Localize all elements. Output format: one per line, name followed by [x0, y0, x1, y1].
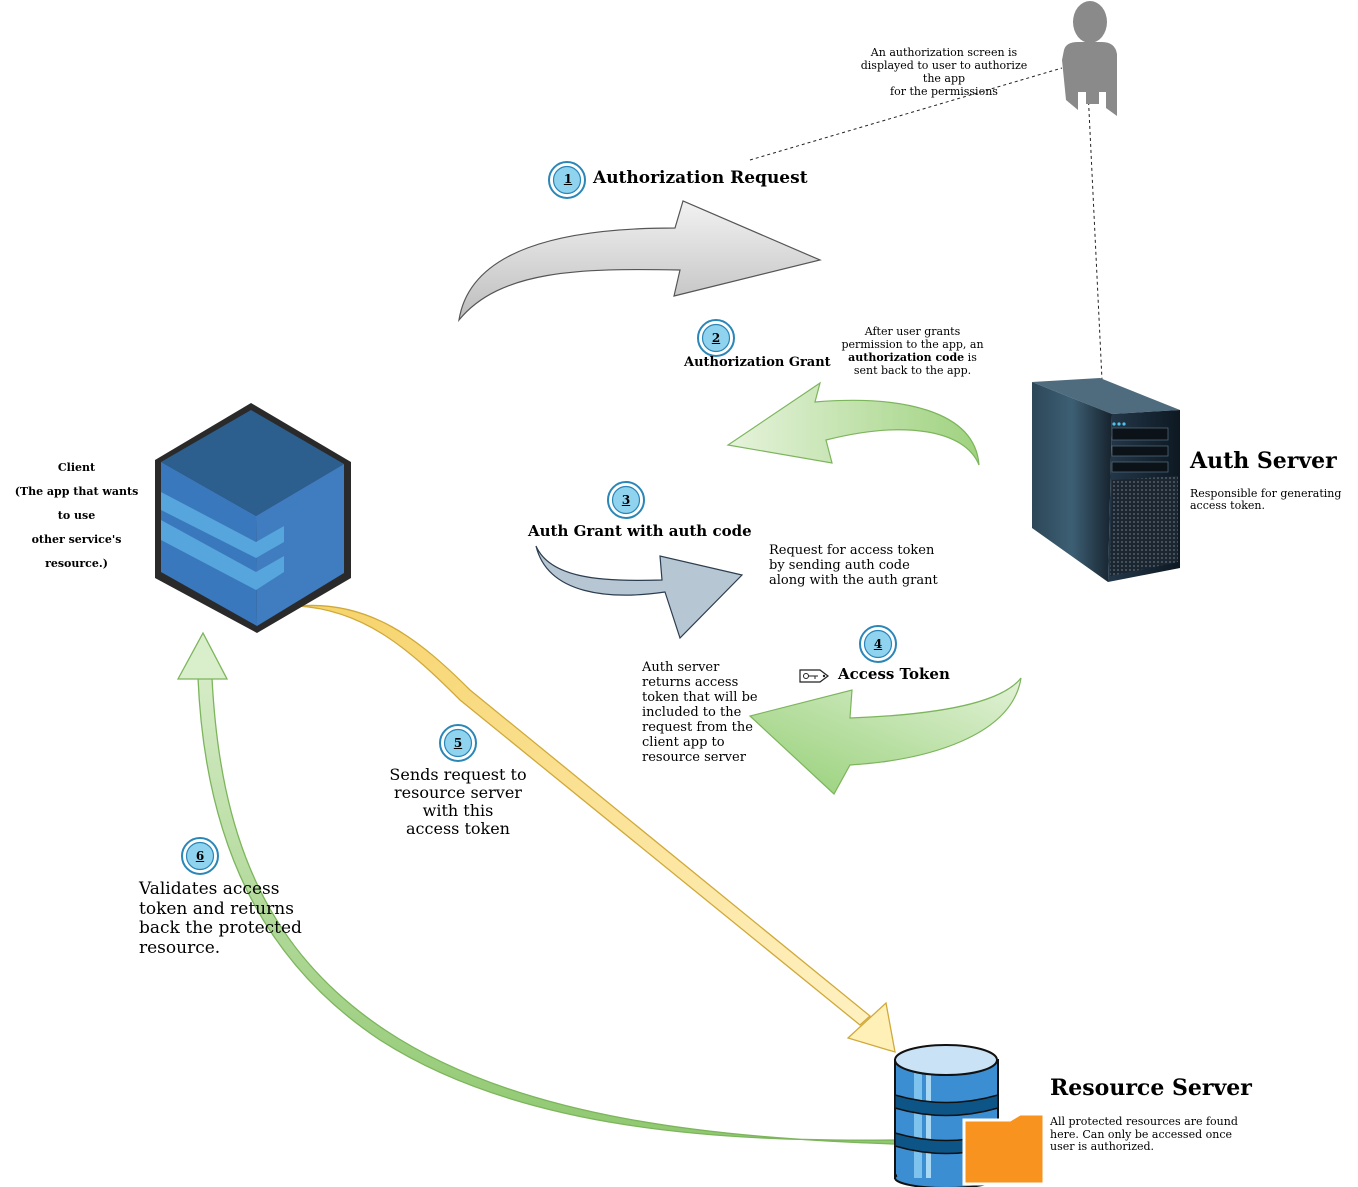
user-note-line: An authorization screen is — [870, 46, 1018, 59]
grant-note-line: permission to the app, an — [841, 338, 984, 351]
step-1-title: Authorization Request — [593, 168, 808, 188]
client-label-line: Client — [57, 461, 96, 474]
auth-grant-arrow — [535, 545, 744, 640]
step-badges — [181, 161, 897, 875]
server-tower-icon — [1032, 378, 1180, 582]
user-note-line: for the permissions — [890, 85, 998, 98]
returns-note-line: included to the — [642, 705, 742, 720]
step-4-badge-label: 4 — [873, 637, 883, 651]
step-4-badge-inner — [863, 629, 893, 659]
request-note: Request for access token by sending auth… — [769, 543, 938, 588]
client-label-line: to use — [57, 509, 96, 522]
step-5-badge-label: 5 — [453, 736, 463, 750]
client-label-line: (The app that wants — [14, 485, 139, 498]
folder-icon — [962, 1112, 1046, 1186]
resource-server-desc-line: user is authorized. — [1050, 1140, 1155, 1153]
send-note-line: resource server — [394, 783, 522, 802]
authorization-request-arrow — [458, 200, 822, 323]
returns-note-line: token that will be — [642, 690, 758, 705]
grant-note: After user grants permission to the app,… — [830, 325, 995, 377]
step-2-badge-inner — [701, 323, 731, 353]
step-3-badge-inner — [611, 485, 641, 515]
step-6-badge-label: 6 — [195, 849, 205, 863]
auth-server-description: Responsible for generating access token. — [1190, 488, 1341, 512]
auth-server-desc-line: Responsible for generating — [1190, 487, 1342, 500]
returns-note-line: returns access — [642, 675, 739, 690]
step-5-badge-inner — [443, 728, 473, 758]
client-label-line: other service's — [31, 533, 122, 546]
user-authorization-note: An authorization screen is displayed to … — [848, 46, 1040, 98]
cube-client-icon — [155, 403, 351, 633]
step-1-badge-label: 1 — [563, 172, 573, 186]
validate-note-line: Validates access — [139, 879, 280, 899]
grant-note-line: sent back to the app. — [853, 364, 972, 377]
grant-note-line: authorization code is — [830, 351, 995, 364]
send-note-line: Sends request to — [389, 765, 527, 784]
returns-note: Auth server returns access token that wi… — [642, 660, 758, 765]
grant-note-line: After user grants — [864, 325, 961, 338]
user-server-connector — [1087, 89, 1103, 381]
request-note-line: along with the auth grant — [769, 573, 938, 588]
step-1-badge-inner — [552, 165, 582, 195]
send-request-arrowhead — [846, 1001, 896, 1053]
send-note-line: access token — [406, 819, 510, 838]
returns-note-line: Auth server — [642, 660, 720, 675]
send-request-arrow — [297, 604, 871, 1026]
request-note-line: Request for access token — [769, 543, 935, 558]
validate-return-arrowhead — [176, 631, 229, 680]
returns-note-line: client app to — [642, 735, 725, 750]
step-3-title: Auth Grant with auth code — [528, 522, 752, 540]
user-note-line: displayed to user to authorize — [860, 59, 1028, 72]
send-note-line: with this — [422, 801, 494, 820]
grant-note-tail: is — [964, 351, 977, 364]
returns-note-line: resource server — [642, 750, 746, 765]
key-tag-icon — [799, 669, 829, 683]
user-icon — [1062, 1, 1117, 116]
access-token-arrow — [748, 677, 1022, 795]
authorization-grant-arrow — [726, 381, 980, 466]
resource-server-desc-line: here. Can only be accessed once — [1050, 1127, 1232, 1141]
authorization-code-emphasis: authorization code — [848, 351, 965, 364]
step-4-title: Access Token — [838, 665, 950, 683]
resource-server-desc-line: All protected resources are found — [1050, 1115, 1238, 1128]
resource-server-title: Resource Server — [1050, 1075, 1252, 1101]
step-6-badge-inner — [185, 841, 215, 871]
user-note-connector — [749, 67, 1063, 161]
returns-note-line: request from the — [642, 720, 753, 735]
send-note: Sends request to resource server with th… — [378, 766, 538, 838]
user-note-line: the app — [922, 72, 966, 85]
validate-note-line: token and returns — [139, 898, 294, 919]
step-2-badge-label: 2 — [711, 331, 721, 345]
client-label: Client (The app that wants to use other … — [4, 456, 149, 576]
auth-server-desc-line: access token. — [1190, 499, 1265, 512]
request-note-line: by sending auth code — [769, 558, 910, 573]
validate-note-line: back the protected — [139, 918, 302, 938]
validate-note-line: resource. — [139, 937, 221, 958]
step-2-title: Authorization Grant — [684, 355, 831, 370]
validate-note: Validates access token and returns back … — [139, 879, 302, 958]
client-label-line: resource.) — [45, 557, 108, 570]
step-3-badge-label: 3 — [621, 493, 631, 507]
auth-server-title: Auth Server — [1190, 448, 1337, 474]
resource-server-description: All protected resources are found here. … — [1050, 1115, 1238, 1154]
